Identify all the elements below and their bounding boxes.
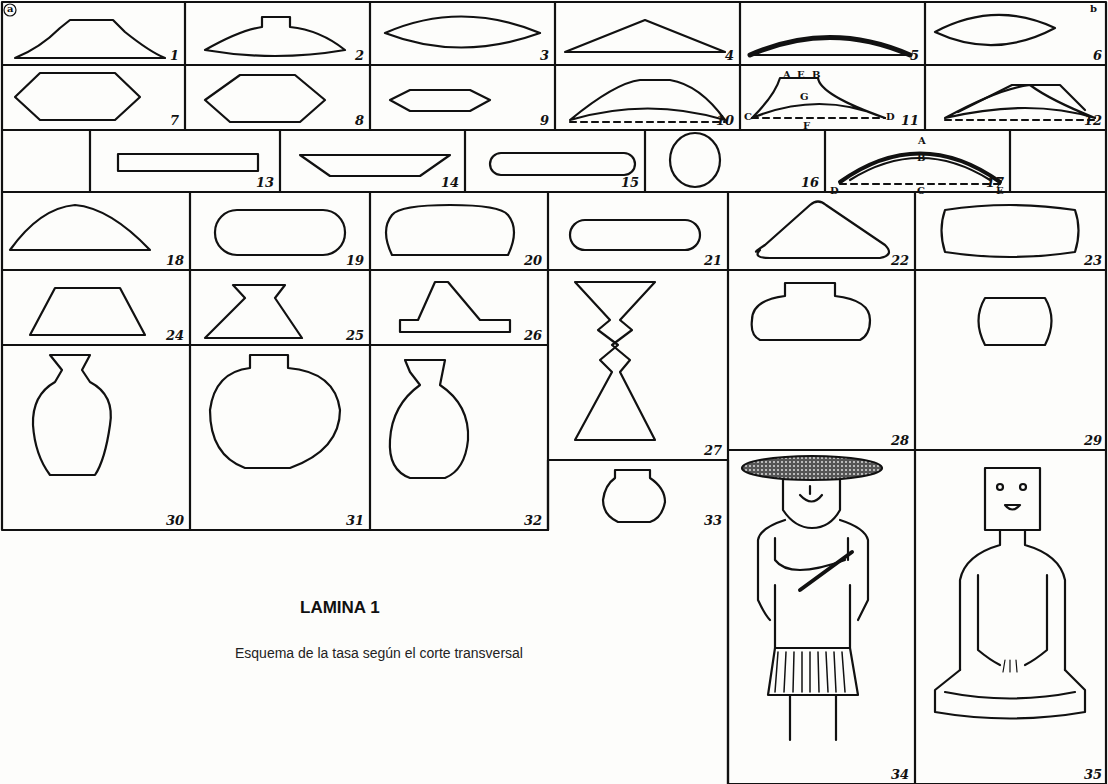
figure-number: 13 [256,176,274,189]
figure-number: 21 [704,254,722,267]
figure-number: 16 [801,176,819,189]
figure-number: 3 [540,49,549,62]
point-letter: b [1090,4,1097,14]
point-letter: D [830,186,839,196]
figure-number: 31 [346,514,364,527]
figure-number: 34 [891,768,909,781]
figure-number: 5 [910,49,919,62]
point-letter: E [996,186,1004,196]
point-letter: G [800,92,809,102]
plate-title: LAMINA 1 [300,598,380,618]
figure-number: 15 [621,176,639,189]
point-letter: a [7,4,13,14]
point-letter: B [917,153,925,163]
figure-number: 14 [441,176,459,189]
point-letter: B [812,70,820,80]
figure-number: 20 [524,254,542,267]
figure-number: 1 [170,49,179,62]
figure-number: 2 [355,49,364,62]
figure-number: 27 [704,444,722,457]
figure-number: 10 [716,114,734,127]
figure-number: 25 [346,329,364,342]
point-letter: D [886,112,895,122]
figure-number: 32 [524,514,542,527]
figure-number: 28 [891,434,909,447]
figure-number: 35 [1084,768,1102,781]
figure-number: 12 [1084,114,1102,127]
figure-number: 33 [704,514,722,527]
figure-number: 8 [355,114,364,127]
figure-number: 26 [524,329,542,342]
point-letter: E [797,70,805,80]
figure-number: 24 [166,329,184,342]
point-letter: A [783,70,791,80]
point-letter: C [744,112,752,122]
point-letter: C [917,186,925,196]
figure-number: 23 [1084,254,1102,267]
point-letter: A [918,136,926,146]
figure-number: 9 [540,114,549,127]
figure-number: 19 [346,254,364,267]
figure-number: 18 [166,254,184,267]
figure-number: 11 [901,114,919,127]
figure-number: 22 [891,254,909,267]
figure-number: 29 [1084,434,1102,447]
figure-number: 7 [170,114,179,127]
figure-number: 4 [725,49,734,62]
point-letter: F [803,121,810,131]
figure-number: 30 [166,514,184,527]
figure-number: 6 [1093,49,1102,62]
plate-caption: Esquema de la tasa según el corte transv… [235,645,523,661]
